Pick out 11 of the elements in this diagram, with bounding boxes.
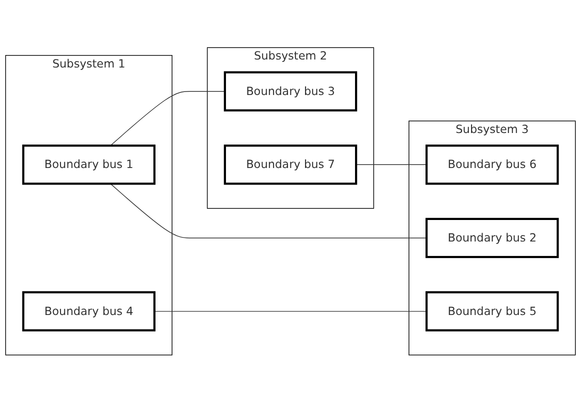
node-box: Boundary bus 3 bbox=[224, 70, 358, 112]
connector bbox=[356, 164, 427, 165]
node-box: Boundary bus 6 bbox=[426, 144, 559, 184]
connector bbox=[154, 310, 427, 312]
node-box: Boundary bus 1 bbox=[22, 144, 156, 184]
node-box: Boundary bus 2 bbox=[426, 218, 559, 258]
node-box: Boundary bus 4 bbox=[22, 290, 156, 332]
node-box: Boundary bus 7 bbox=[224, 144, 358, 184]
connector bbox=[110, 90, 226, 146]
node-box: Boundary bus 5 bbox=[426, 290, 559, 332]
connector bbox=[110, 183, 427, 238]
